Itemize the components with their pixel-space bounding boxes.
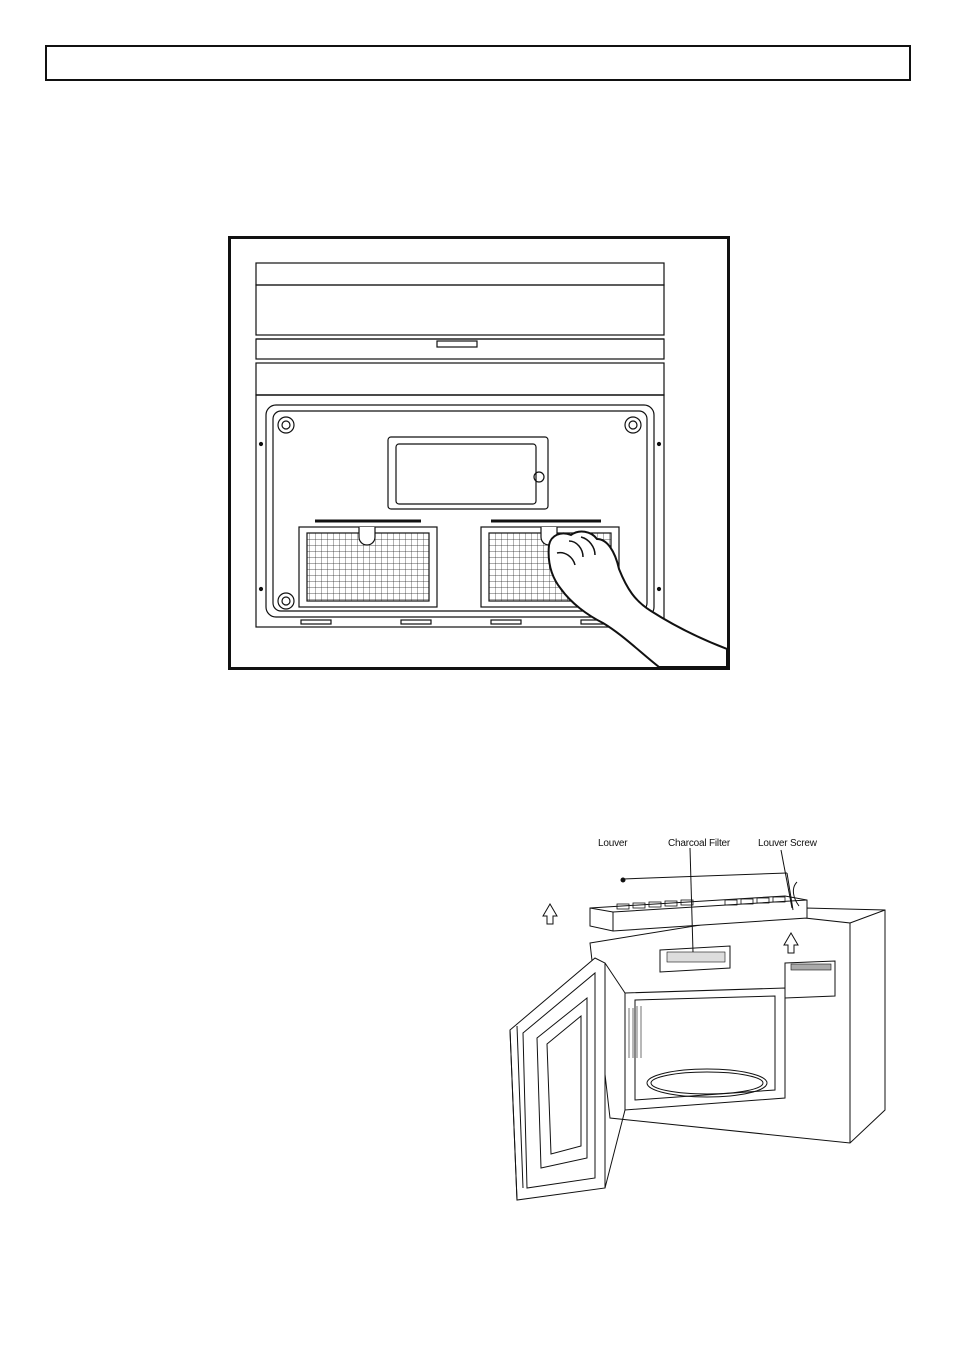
up-arrow-icon [542, 903, 558, 925]
charcoal-filter-diagram [495, 828, 895, 1208]
charcoal-filter [659, 847, 731, 973]
louver-part [589, 895, 808, 932]
label-charcoal-filter: Charcoal Filter [668, 838, 731, 849]
cabinet-outline [589, 907, 886, 1144]
microwave-bottom-plate [255, 394, 665, 628]
section-header-box [45, 45, 911, 81]
label-louver-screw: Louver Screw [758, 838, 817, 849]
label-louver: Louver [598, 838, 628, 849]
grease-filter-figure [228, 236, 730, 670]
up-arrow-icon [783, 932, 799, 954]
grease-filter-illustration [255, 262, 727, 667]
microwave-front-panel [255, 262, 665, 396]
grease-filter-left [298, 519, 438, 608]
microwave-exploded-illustration [509, 847, 886, 1201]
oven-cavity [624, 987, 786, 1111]
hand-icon [547, 530, 727, 667]
